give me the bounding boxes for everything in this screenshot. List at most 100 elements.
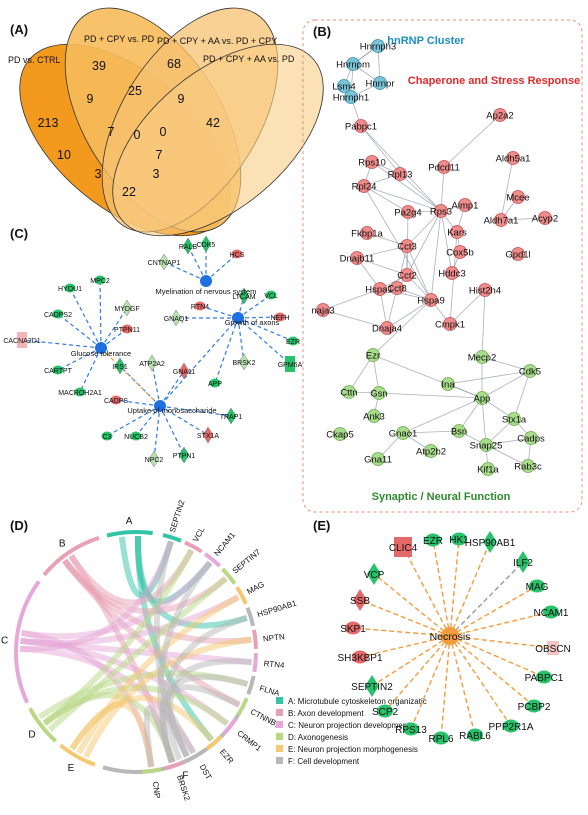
- network-node: [400, 268, 414, 282]
- chord-gene-label: NCAM1: [212, 530, 237, 558]
- network-node: [453, 245, 467, 259]
- hub-node: [200, 275, 212, 287]
- network-edge: [356, 245, 408, 259]
- chord-gene-arc: [252, 652, 258, 673]
- chord-category-letter: E: [68, 763, 75, 774]
- network-edge: [449, 541, 491, 637]
- network-node: [202, 426, 214, 444]
- chord-category-letter: A: [126, 516, 133, 527]
- chord-gene-arc: [142, 767, 162, 774]
- hub-label: Growth of axons: [225, 318, 280, 327]
- network-edge: [159, 405, 209, 436]
- chord-gene-arc: [186, 749, 205, 763]
- network-node: [130, 431, 142, 441]
- network-node: [333, 427, 347, 441]
- chord-gene-arc: [251, 629, 258, 649]
- network-node-label: Dnajb11: [340, 254, 375, 265]
- network-edge: [402, 546, 451, 637]
- chord-category-arc: [42, 535, 100, 577]
- network-node-label: Lsm4: [332, 82, 355, 93]
- chord-link: [47, 576, 228, 732]
- legend-item: D: Axonogenesis: [288, 733, 348, 742]
- network-node: [353, 589, 367, 611]
- panel-c-label: (C): [10, 226, 28, 241]
- network-node: [393, 167, 407, 181]
- network-edge: [447, 370, 531, 385]
- network-node: [360, 226, 374, 240]
- network-edge: [449, 635, 535, 707]
- network-node-label: VCL: [264, 293, 278, 300]
- network-node: [238, 287, 250, 305]
- network-node-label: PTPN1: [173, 453, 196, 460]
- network-node-label: Rpl24: [352, 182, 377, 193]
- network-node-label: MAG: [526, 582, 549, 593]
- network-edge: [430, 210, 442, 301]
- network-edge: [485, 437, 532, 446]
- network-node-label: Ina: [441, 380, 455, 391]
- hub-label: Uptake of monosaccharide: [127, 406, 216, 415]
- network-edge: [237, 317, 245, 363]
- network-edge: [366, 232, 408, 247]
- network-edge: [449, 585, 538, 637]
- network-edge: [440, 210, 453, 274]
- network-node: [511, 247, 525, 261]
- network-node-label: HYOU1: [58, 286, 82, 293]
- chord-gene-arc: [162, 533, 182, 543]
- chord-gene-arc: [184, 540, 203, 554]
- network-node: [547, 641, 559, 655]
- cluster-label-chaperone: Chaperone and Stress Response: [408, 75, 580, 87]
- venn-diagram: [19, 7, 324, 237]
- network-node-label: LTCAM: [232, 294, 255, 301]
- network-node: [433, 731, 449, 745]
- network-edge: [378, 392, 483, 399]
- network-node: [287, 336, 299, 346]
- network-node: [372, 386, 386, 400]
- network-node-label: OBSCN: [535, 644, 571, 655]
- venn-count: 25: [128, 84, 142, 98]
- legend-swatch: [276, 697, 283, 704]
- legend-item: A: Microtubule cytoskeleton organizatic: [288, 697, 427, 706]
- network-node: [511, 190, 525, 204]
- chord-gene-label: EZR: [218, 747, 235, 765]
- legend-item: F: Cell development: [288, 757, 360, 766]
- venn-count: 22: [122, 185, 136, 199]
- network-node: [516, 551, 530, 573]
- network-node-label: Gnao1: [389, 429, 418, 440]
- network-edge: [481, 397, 487, 446]
- chord-gene-arc: [236, 697, 249, 717]
- network-node: [394, 537, 412, 557]
- chord-gene-arc: [203, 552, 222, 568]
- network-edge: [449, 635, 476, 736]
- network-node: [536, 670, 552, 684]
- network-node: [424, 444, 438, 458]
- network-node: [451, 532, 467, 546]
- network-node-label: SEPTIN2: [351, 682, 393, 693]
- legend-item: E: Neuron projection morphogenesis: [288, 745, 418, 754]
- network-edge: [363, 185, 409, 213]
- network-e-edges: [352, 538, 554, 739]
- network-edge: [399, 173, 442, 212]
- network-edge: [379, 288, 432, 301]
- network-edge: [237, 317, 294, 342]
- venn-count: 213: [38, 116, 59, 130]
- network-edge: [386, 299, 432, 329]
- venn-set-4: [112, 43, 324, 237]
- network-edge: [481, 289, 486, 358]
- network-node-label: Gsn: [370, 389, 387, 400]
- network-node-label: Cadps: [517, 434, 545, 445]
- venn-count: 0: [134, 128, 141, 142]
- network-node: [475, 350, 489, 364]
- network-edge: [159, 405, 232, 417]
- network-node: [365, 675, 379, 697]
- network-node-label: Aldh5a1: [496, 154, 531, 165]
- cluster-label-synaptic: Synaptic / Neural Function: [372, 491, 511, 503]
- network-node-label: ILF2: [513, 558, 533, 569]
- chord-category-arc: [14, 580, 41, 704]
- network-edge: [384, 635, 451, 712]
- network-edge: [322, 309, 388, 329]
- chord-category-arc: [28, 707, 58, 743]
- venn-set-label: PD + CPY + AA vs. PD: [203, 54, 295, 64]
- network-node-label: Kars: [447, 228, 467, 239]
- network-node: [52, 365, 64, 375]
- network-node: [178, 362, 190, 380]
